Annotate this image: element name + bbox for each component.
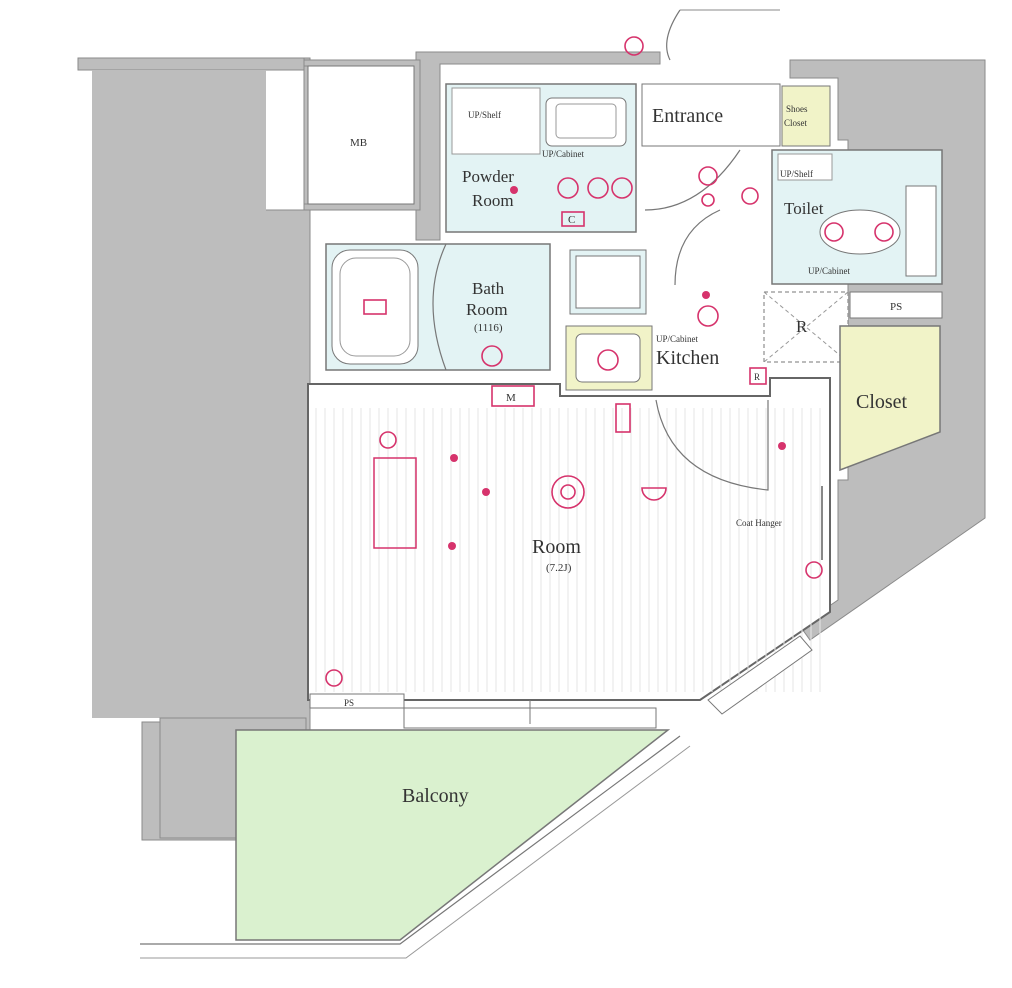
- ceiling-light-inner: [560, 484, 576, 500]
- powder-room-label-line2: Room: [472, 191, 514, 210]
- toilet-up-shelf-label: UP/Shelf: [780, 169, 813, 179]
- entrance-label: Entrance: [652, 105, 723, 127]
- toilet-fixture-2: [874, 222, 894, 242]
- doorbell: [624, 36, 644, 56]
- shoes-closet: [781, 85, 831, 147]
- powder-up-shelf-label: UP/Shelf: [468, 110, 501, 120]
- bath-room-label-line1: Bath: [472, 279, 505, 298]
- bath-room-label-line2: Room: [466, 300, 508, 319]
- closet: [839, 325, 941, 472]
- powder-c-label: C: [568, 214, 575, 226]
- downlight-4: [778, 442, 786, 450]
- electrical-fixtures: [325, 36, 894, 687]
- bathtub: [331, 249, 419, 365]
- toilet-bowl: [819, 209, 901, 255]
- kitchen-label: Kitchen: [656, 347, 719, 369]
- kitchen-r-box: [749, 367, 767, 385]
- powder-sink: [545, 97, 627, 147]
- wall-light: [641, 487, 667, 501]
- left-grey-block: [92, 70, 266, 718]
- kitchen-light: [697, 305, 719, 327]
- kitchen-sink: [575, 333, 641, 383]
- entrance-light: [698, 166, 718, 186]
- kitchen-door-arc: [674, 209, 721, 286]
- fridge-diag-1: [763, 291, 849, 363]
- kitchen-r-label: R: [754, 372, 760, 382]
- m-box: [491, 385, 535, 407]
- toilet-up-cabinet-label: UP/Cabinet: [808, 266, 850, 276]
- kitchen-sink-drain: [597, 349, 619, 371]
- shoes-closet-label-line1: Shoes: [786, 104, 808, 114]
- mb-label: MB: [350, 137, 367, 149]
- entrance-sensor: [701, 193, 715, 207]
- room-door-arc: [655, 399, 769, 491]
- left-wall-outer: [77, 57, 305, 71]
- downlight-5: [702, 291, 710, 299]
- mb-room: [307, 65, 415, 205]
- balcony: [235, 729, 671, 941]
- inner-door-arc: [644, 149, 741, 211]
- ps-top-label: PS: [890, 301, 902, 313]
- closet-label: Closet: [856, 391, 908, 413]
- balcony-rail: [140, 735, 681, 945]
- downlight: [482, 488, 490, 496]
- toilet-label: Toilet: [784, 199, 824, 218]
- powder-room-label-line1: Powder: [462, 167, 514, 186]
- entrance-door-arc: [666, 9, 681, 61]
- downlight-3: [448, 542, 456, 550]
- powder-sink-basin: [555, 103, 617, 139]
- kitchen-stove-top: [575, 255, 641, 309]
- shoes-closet-label-line2: Closet: [784, 118, 808, 128]
- outlet-3: [805, 561, 823, 579]
- balcony-label: Balcony: [402, 785, 469, 807]
- ps-bottom-label: PS: [344, 698, 354, 708]
- ps-top: [849, 291, 943, 319]
- downlight-2: [450, 454, 458, 462]
- entrance-outlet: [741, 187, 759, 205]
- bathtub-inner: [339, 257, 411, 357]
- bath-drain: [481, 345, 503, 367]
- powder-c-box: [561, 211, 585, 227]
- room-label: Room: [532, 536, 581, 558]
- top-center-wall: [415, 51, 661, 241]
- panel: [615, 403, 631, 433]
- balcony-rail-2: [140, 745, 691, 959]
- diagonal-window: [707, 635, 813, 715]
- refrigerator-label: R: [796, 317, 808, 336]
- downlight-6: [510, 186, 518, 194]
- ceiling-light: [551, 475, 585, 509]
- toilet-tank: [905, 185, 937, 277]
- entrance-area: [641, 83, 781, 147]
- main-room-floor: [307, 377, 831, 701]
- m-label: M: [506, 392, 516, 404]
- outlet-1: [379, 431, 397, 449]
- powder-fixture-1: [557, 177, 579, 199]
- bath-room-size: (1116): [474, 322, 503, 334]
- toilet-shelf: [777, 153, 833, 181]
- powder-up-cabinet-label: UP/Cabinet: [542, 149, 584, 159]
- powder-fixture-2: [587, 177, 609, 199]
- room-size: (7.2J): [546, 562, 572, 574]
- ps-bottom: [309, 693, 405, 709]
- bath-control: [363, 299, 387, 315]
- desk-outline: [373, 457, 417, 549]
- toilet-fixture-1: [824, 222, 844, 242]
- fridge-diag-2: [763, 291, 849, 363]
- kitchen-up-cabinet-label: UP/Cabinet: [656, 334, 698, 344]
- outlet-2: [325, 669, 343, 687]
- bath-door-arc: [432, 243, 447, 371]
- coat-hanger-label: Coat Hanger: [736, 518, 782, 528]
- powder-fixture-3: [611, 177, 633, 199]
- powder-shelf: [451, 87, 541, 155]
